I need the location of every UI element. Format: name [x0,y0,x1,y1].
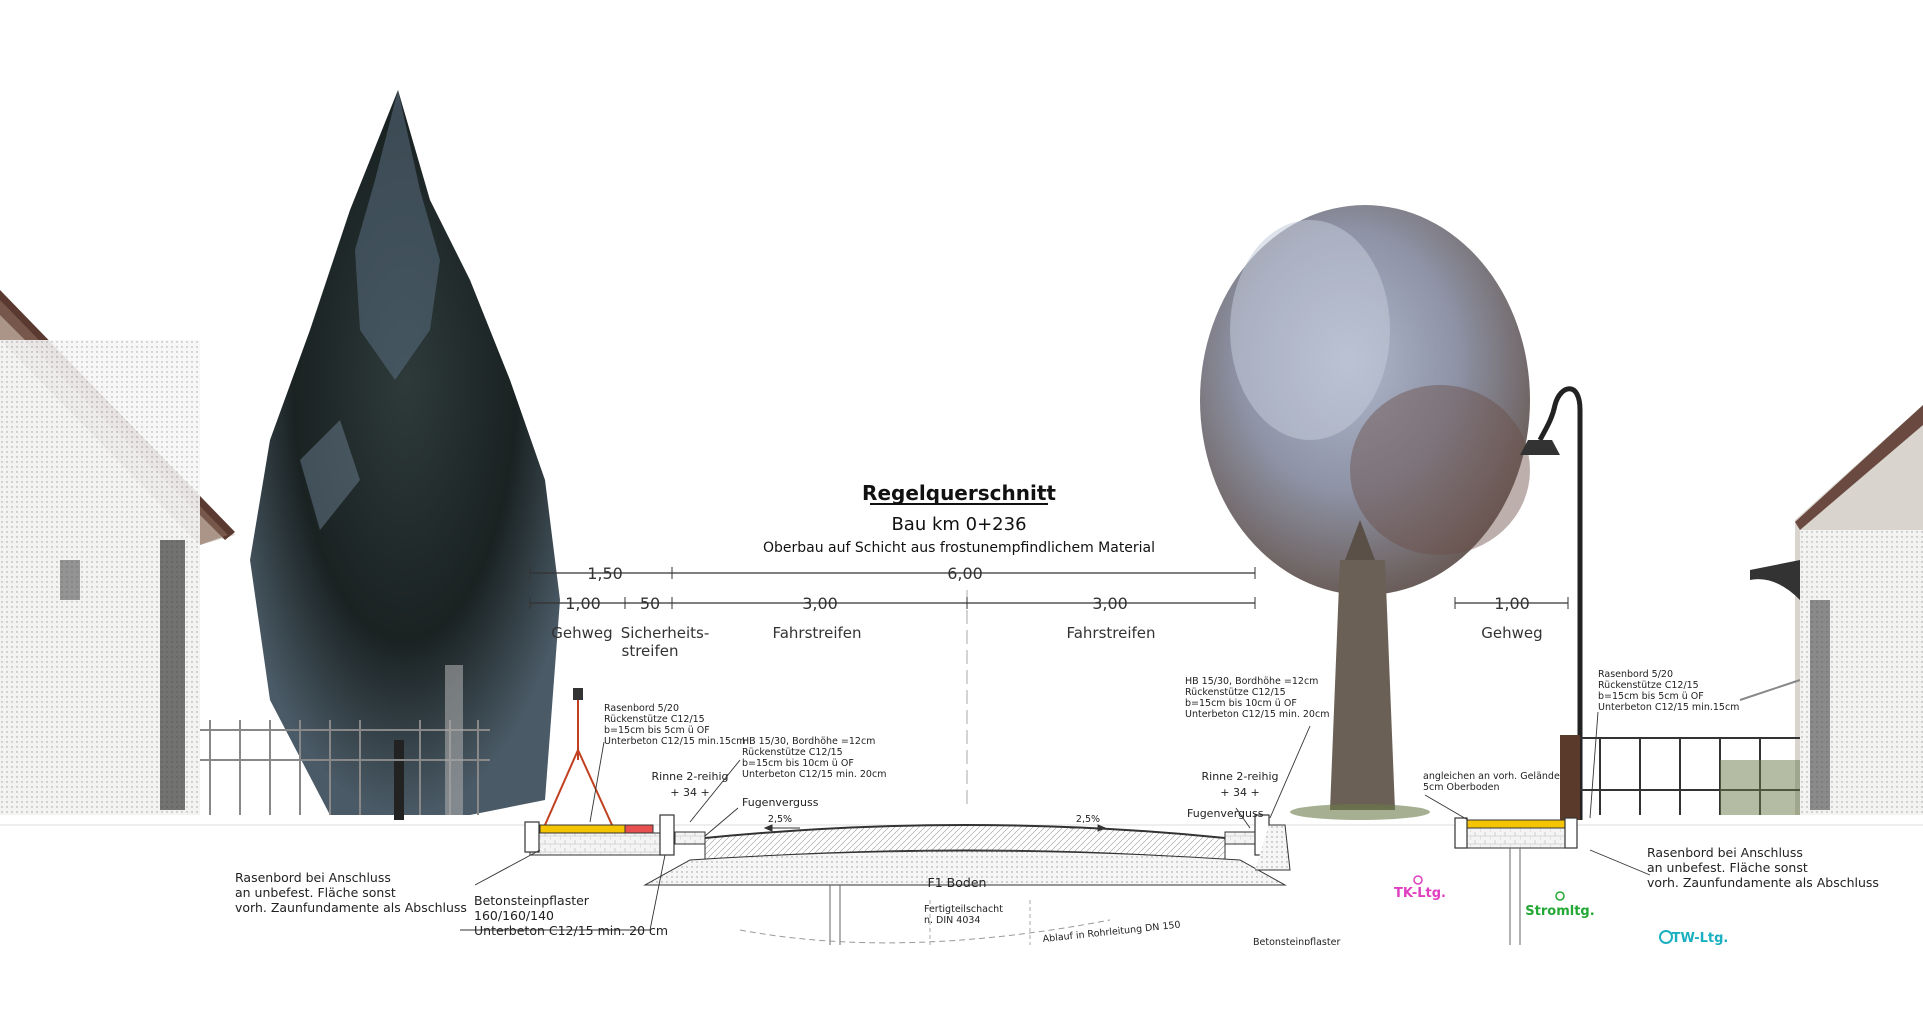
zone-lane-right: Fahrstreifen [1066,624,1155,642]
left-fence [200,720,490,815]
svg-text:Rasenbord bei Anschluss: Rasenbord bei Anschluss [235,870,391,885]
tk-ltg-label: TK-Ltg. [1394,886,1446,901]
slope-arrows [763,824,1107,832]
note-anschluss-right: Rasenbord bei Anschluss an unbefest. Flä… [1647,845,1879,890]
svg-text:Unterbeton C12/15 min. 20cm: Unterbeton C12/15 min. 20cm [1185,709,1329,720]
svg-text:Unterbeton C12/15 min.15cm: Unterbeton C12/15 min.15cm [1598,702,1739,713]
dim-sicherheit: 50 [640,594,660,613]
spruce-tree-pointcloud [250,90,560,820]
slope-left: 2,5% [768,814,792,825]
dim-top-main: 6,00 [947,564,983,583]
svg-text:Fertigteilschacht: Fertigteilschacht [924,904,1003,915]
rinne-right-dim: + 34 + [1220,786,1259,799]
dim-gehweg-left: 1,00 [565,594,601,613]
rinne-right: Rinne 2-reihig [1202,770,1279,783]
svg-text:Rückenstütze C12/15: Rückenstütze C12/15 [1598,680,1699,691]
slope-right: 2,5% [1076,814,1100,825]
svg-text:angleichen an vorh. Gelände: angleichen an vorh. Gelände [1423,771,1560,782]
note-anschluss-left: Rasenbord bei Anschluss an unbefest. Flä… [235,870,467,915]
note-rasenbord-left: Rasenbord 5/20 Rückenstütze C12/15 b=15c… [604,703,745,747]
strom-line-marker [1555,891,1565,901]
svg-text:vorh. Zaunfundamente als Absch: vorh. Zaunfundamente als Abschluss [235,900,467,915]
leader-lines [460,711,1651,931]
svg-text:Rückenstütze C12/15: Rückenstütze C12/15 [604,714,705,725]
note-hb-right: HB 15/30, Bordhöhe =12cm Rückenstütze C1… [1185,676,1329,720]
zone-sicherheit-1: Sicherheits- [621,624,710,642]
note-betonstein: Betonsteinpflaster 160/160/140 Unterbeto… [474,893,668,938]
page-bottom-margin [0,945,1923,1035]
svg-text:Unterbeton C12/15 min.15cm: Unterbeton C12/15 min.15cm [604,736,745,747]
note-ablauf: Ablauf in Rohrleitung DN 150 [1042,920,1181,945]
drawing-subtitle: Oberbau auf Schicht aus frostunempfindli… [763,540,1155,556]
dimension-lines [529,567,1569,609]
fugenverguss-right: Fugenverguss [1187,807,1264,820]
station-label: Bau km 0+236 [891,514,1026,535]
survey-tripod [544,688,613,826]
drawing-title: Regelquerschnitt [862,481,1056,505]
zone-gehweg-right: Gehweg [1481,624,1542,642]
tk-line-marker [1413,875,1423,885]
svg-text:b=15cm bis 10cm ü OF: b=15cm bis 10cm ü OF [1185,698,1297,709]
dim-lane-right: 3,00 [1092,594,1128,613]
svg-text:Unterbeton C12/15 min. 20cm: Unterbeton C12/15 min. 20cm [742,769,886,780]
svg-text:b=15cm bis 10cm ü OF: b=15cm bis 10cm ü OF [742,758,854,769]
rinne-left-dim: + 34 + [670,786,709,799]
dim-lane-left: 3,00 [802,594,838,613]
zone-sicherheit-2: streifen [622,642,679,660]
svg-text:Betonsteinpflaster: Betonsteinpflaster [474,893,590,908]
svg-text:an unbefest. Fläche sonst: an unbefest. Fläche sonst [235,885,396,900]
svg-text:b=15cm bis 5cm ü OF: b=15cm bis 5cm ü OF [604,725,710,736]
right-house-pointcloud [1750,405,1923,815]
dim-gehweg-right: 1,00 [1494,594,1530,613]
svg-text:Rasenbord 5/20: Rasenbord 5/20 [1598,669,1673,680]
svg-text:HB 15/30, Bordhöhe =12cm: HB 15/30, Bordhöhe =12cm [742,736,875,747]
svg-text:5cm Oberboden: 5cm Oberboden [1423,782,1500,793]
svg-text:an unbefest. Fläche sonst: an unbefest. Fläche sonst [1647,860,1808,875]
road-cross-section [0,590,1923,945]
svg-text:HB 15/30, Bordhöhe =12cm: HB 15/30, Bordhöhe =12cm [1185,676,1318,687]
note-rasenbord-right: Rasenbord 5/20 Rückenstütze C12/15 b=15c… [1598,669,1739,713]
f1-boden: F1 Boden [928,875,987,890]
zone-lane-left: Fahrstreifen [772,624,861,642]
svg-text:b=15cm bis 5cm ü OF: b=15cm bis 5cm ü OF [1598,691,1704,702]
svg-text:Rückenstütze C12/15: Rückenstütze C12/15 [1185,687,1286,698]
fugenverguss-left: Fugenverguss [742,796,819,809]
svg-text:Rasenbord 5/20: Rasenbord 5/20 [604,703,679,714]
dim-top-left: 1,50 [587,564,623,583]
tw-ltg-label: TW-Ltg. [1672,931,1729,946]
note-angleichen: angleichen an vorh. Gelände 5cm Oberbode… [1423,771,1560,793]
svg-text:n. DIN 4034: n. DIN 4034 [924,915,980,926]
zone-gehweg-left: Gehweg [551,624,612,642]
note-hb-left: HB 15/30, Bordhöhe =12cm Rückenstütze C1… [742,736,886,780]
svg-text:vorh. Zaunfundamente als Absch: vorh. Zaunfundamente als Abschluss [1647,875,1879,890]
deciduous-tree-pointcloud [1200,205,1530,820]
left-house-pointcloud [0,290,235,815]
svg-text:Rasenbord bei Anschluss: Rasenbord bei Anschluss [1647,845,1803,860]
svg-text:Unterbeton C12/15 min. 20 cm: Unterbeton C12/15 min. 20 cm [474,923,668,938]
note-betonstein-right: Betonsteinpflaster [1253,937,1340,948]
tw-line-marker [1659,930,1673,944]
svg-text:Rückenstütze C12/15: Rückenstütze C12/15 [742,747,843,758]
note-schacht: Fertigteilschacht n. DIN 4034 [924,904,1003,926]
strom-ltg-label: Stromltg. [1525,904,1594,919]
svg-text:160/160/140: 160/160/140 [474,908,554,923]
rinne-left: Rinne 2-reihig [652,770,729,783]
